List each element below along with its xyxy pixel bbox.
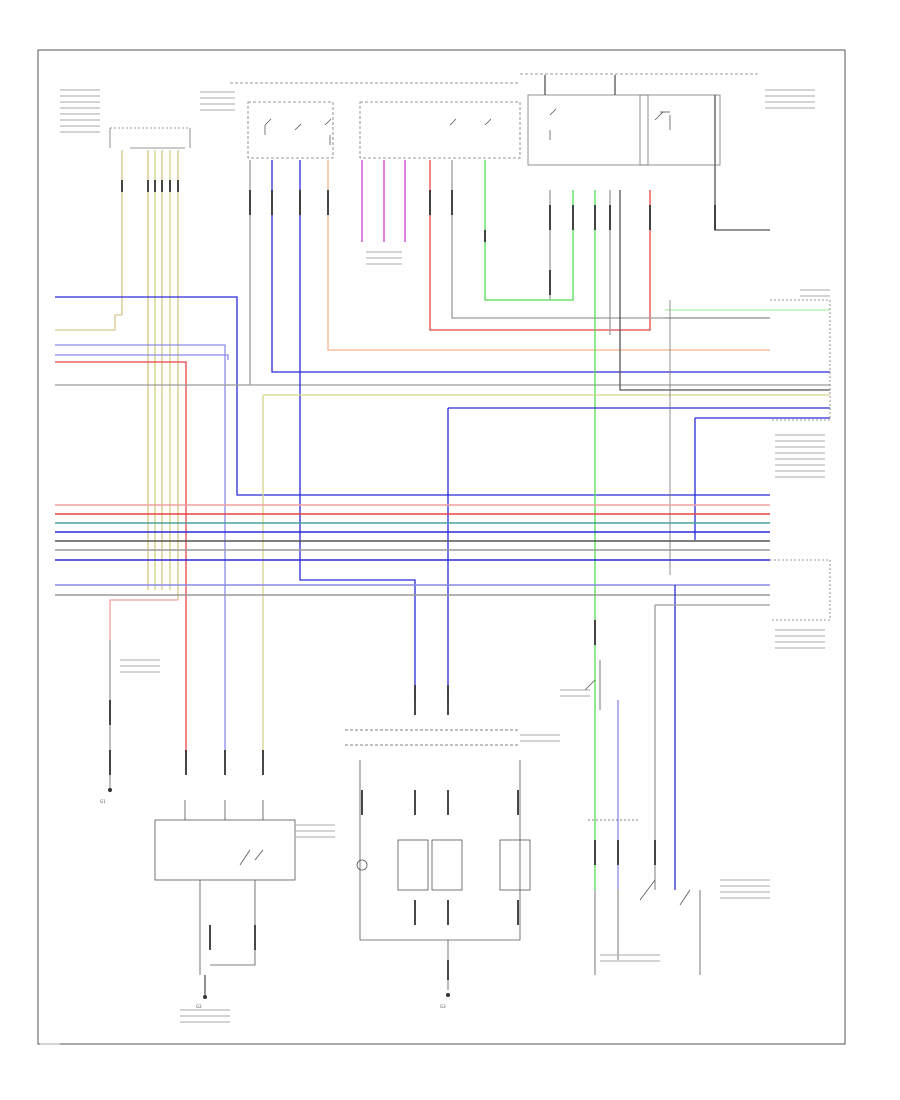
lower-connector-marks xyxy=(109,620,656,980)
ground-label-g3: G3 xyxy=(440,1004,446,1009)
lower-middle-component-block xyxy=(345,729,531,997)
ground-label-g2: G2 xyxy=(196,1004,202,1009)
relay-symbols xyxy=(264,108,671,145)
lower-right-wires xyxy=(594,585,770,890)
left-lower-wires xyxy=(108,599,178,792)
lower-right-switch xyxy=(584,660,701,975)
top-connector-marks xyxy=(249,190,716,295)
middle-horizontal-bundle xyxy=(55,504,770,596)
lower-left-switch-box xyxy=(154,800,296,999)
upper-left-wires xyxy=(55,296,830,760)
fuse-relay-box-top xyxy=(109,73,760,166)
right-connector-outline xyxy=(669,299,831,621)
left-vertical-bundle xyxy=(121,150,179,600)
label-marks xyxy=(40,89,830,1045)
top-vertical-wires xyxy=(249,75,830,700)
ground-label-g1: G1 xyxy=(100,799,106,804)
diagram-frame xyxy=(37,49,846,1045)
right-connector xyxy=(262,309,830,760)
